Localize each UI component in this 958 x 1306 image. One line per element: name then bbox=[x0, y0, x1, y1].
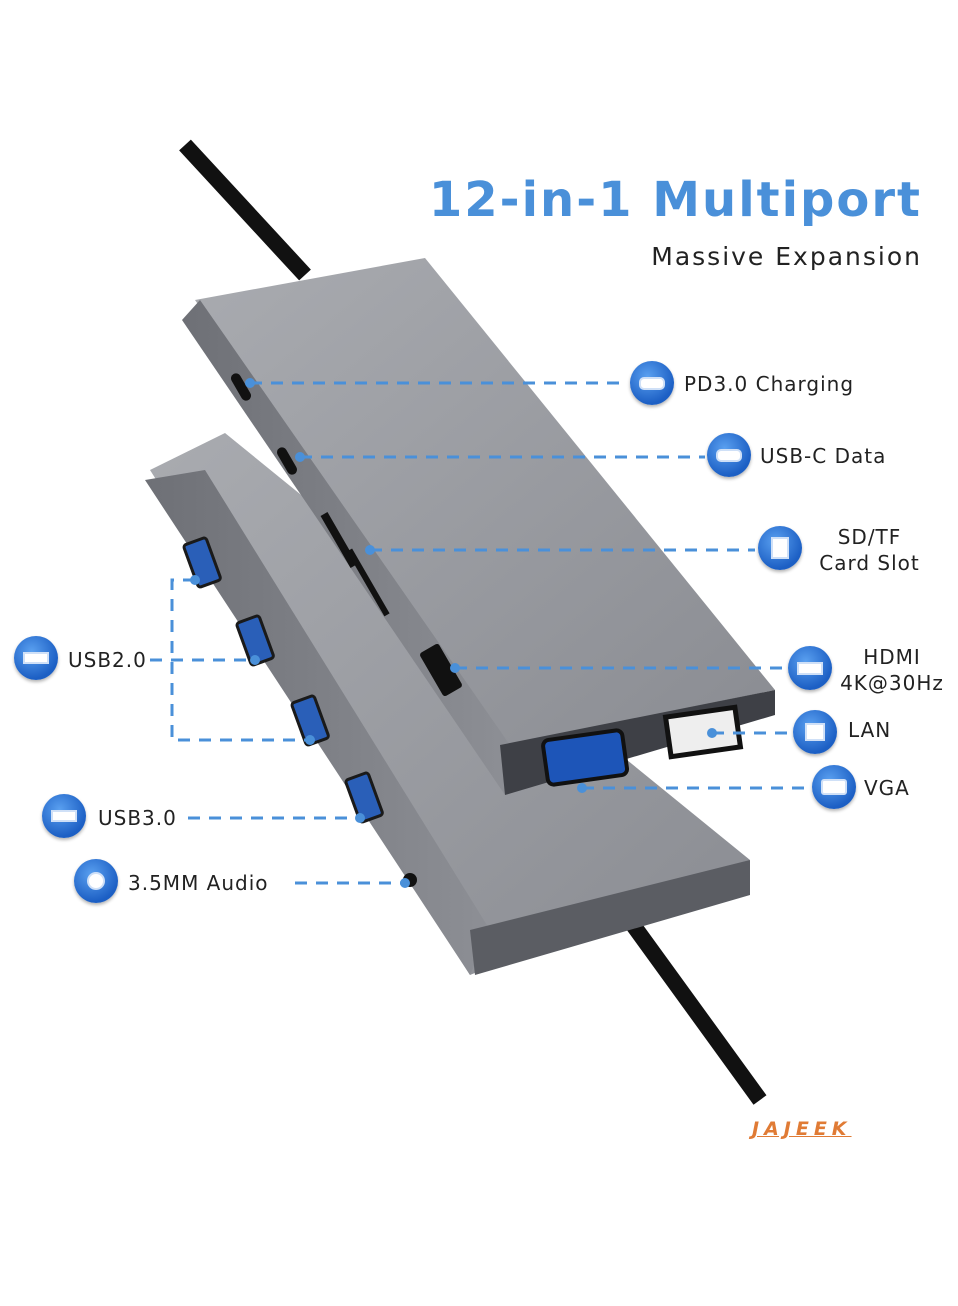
usb2-label: USB2.0 bbox=[68, 648, 147, 672]
usb-c-icon bbox=[707, 433, 751, 477]
usb3-label: USB3.0 bbox=[98, 806, 177, 830]
audio-label: 3.5MM Audio bbox=[128, 871, 269, 895]
page-title: 12-in-1 Multiport bbox=[428, 172, 922, 228]
bottom-cable bbox=[608, 895, 767, 1105]
audio-jack-icon bbox=[74, 859, 118, 903]
usb-c-icon bbox=[630, 361, 674, 405]
brand-logo: JAJEEK bbox=[752, 1118, 852, 1140]
sd-label-line2: Card Slot bbox=[819, 551, 920, 575]
pd-charging-label: PD3.0 Charging bbox=[684, 372, 855, 396]
usb-a-icon bbox=[42, 794, 86, 838]
usb-c-data-label: USB-C Data bbox=[760, 444, 887, 468]
leader-lines bbox=[150, 381, 810, 885]
page-subtitle: Massive Expansion bbox=[651, 242, 922, 271]
sd-card-icon bbox=[758, 526, 802, 570]
vga-label: VGA bbox=[864, 776, 910, 800]
lan-label: LAN bbox=[848, 718, 892, 742]
usb-a-icon bbox=[14, 636, 58, 680]
ethernet-icon bbox=[793, 710, 837, 754]
vga-icon bbox=[812, 765, 856, 809]
upper-hub bbox=[182, 258, 775, 795]
sd-label-line1: SD/TF bbox=[837, 525, 902, 549]
hdmi-label-line1: HDMI bbox=[863, 645, 921, 669]
top-cable bbox=[179, 139, 311, 281]
hdmi-label-line2: 4K@30Hz bbox=[840, 671, 944, 695]
hdmi-icon bbox=[788, 646, 832, 690]
